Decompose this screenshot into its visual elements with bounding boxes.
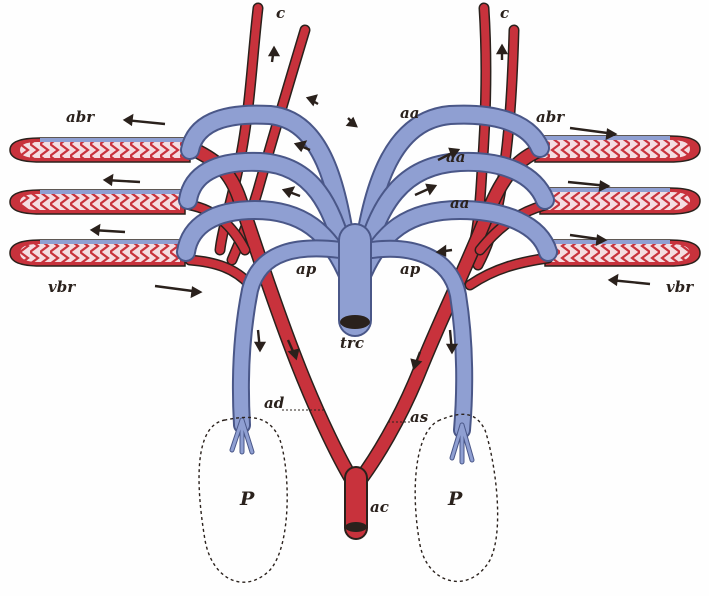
gill-lamella-left-1 — [10, 138, 190, 162]
label-aorta-sinistra: as — [410, 410, 428, 425]
label-vbr-right: vbr — [666, 280, 693, 295]
afferent-arches — [186, 115, 548, 462]
label-truncus: trc — [340, 336, 364, 351]
gill-lamella-left-2 — [10, 190, 185, 214]
label-aorta-dextra: ad — [264, 396, 284, 411]
label-carotid-right: c — [500, 6, 509, 21]
gill-lamella-left-3 — [10, 240, 185, 266]
gill-lamella-right-1 — [535, 136, 700, 162]
label-lung-left: P — [240, 490, 254, 509]
label-abr-left: abr — [66, 110, 94, 125]
label-abr-right: abr — [536, 110, 564, 125]
gill-lamella-right-2 — [540, 188, 700, 214]
label-aa-1: aa — [400, 106, 419, 121]
label-ap-left: ap — [296, 262, 316, 277]
label-lung-right: P — [448, 490, 462, 509]
label-ap-right: ap — [400, 262, 420, 277]
label-aorta-communis: ac — [370, 500, 389, 515]
label-carotid-left: c — [276, 6, 285, 21]
label-aa-2: aa — [446, 150, 465, 165]
label-aa-3: aa — [450, 196, 469, 211]
gill-lamella-right-3 — [545, 240, 700, 266]
label-vbr-left: vbr — [48, 280, 75, 295]
